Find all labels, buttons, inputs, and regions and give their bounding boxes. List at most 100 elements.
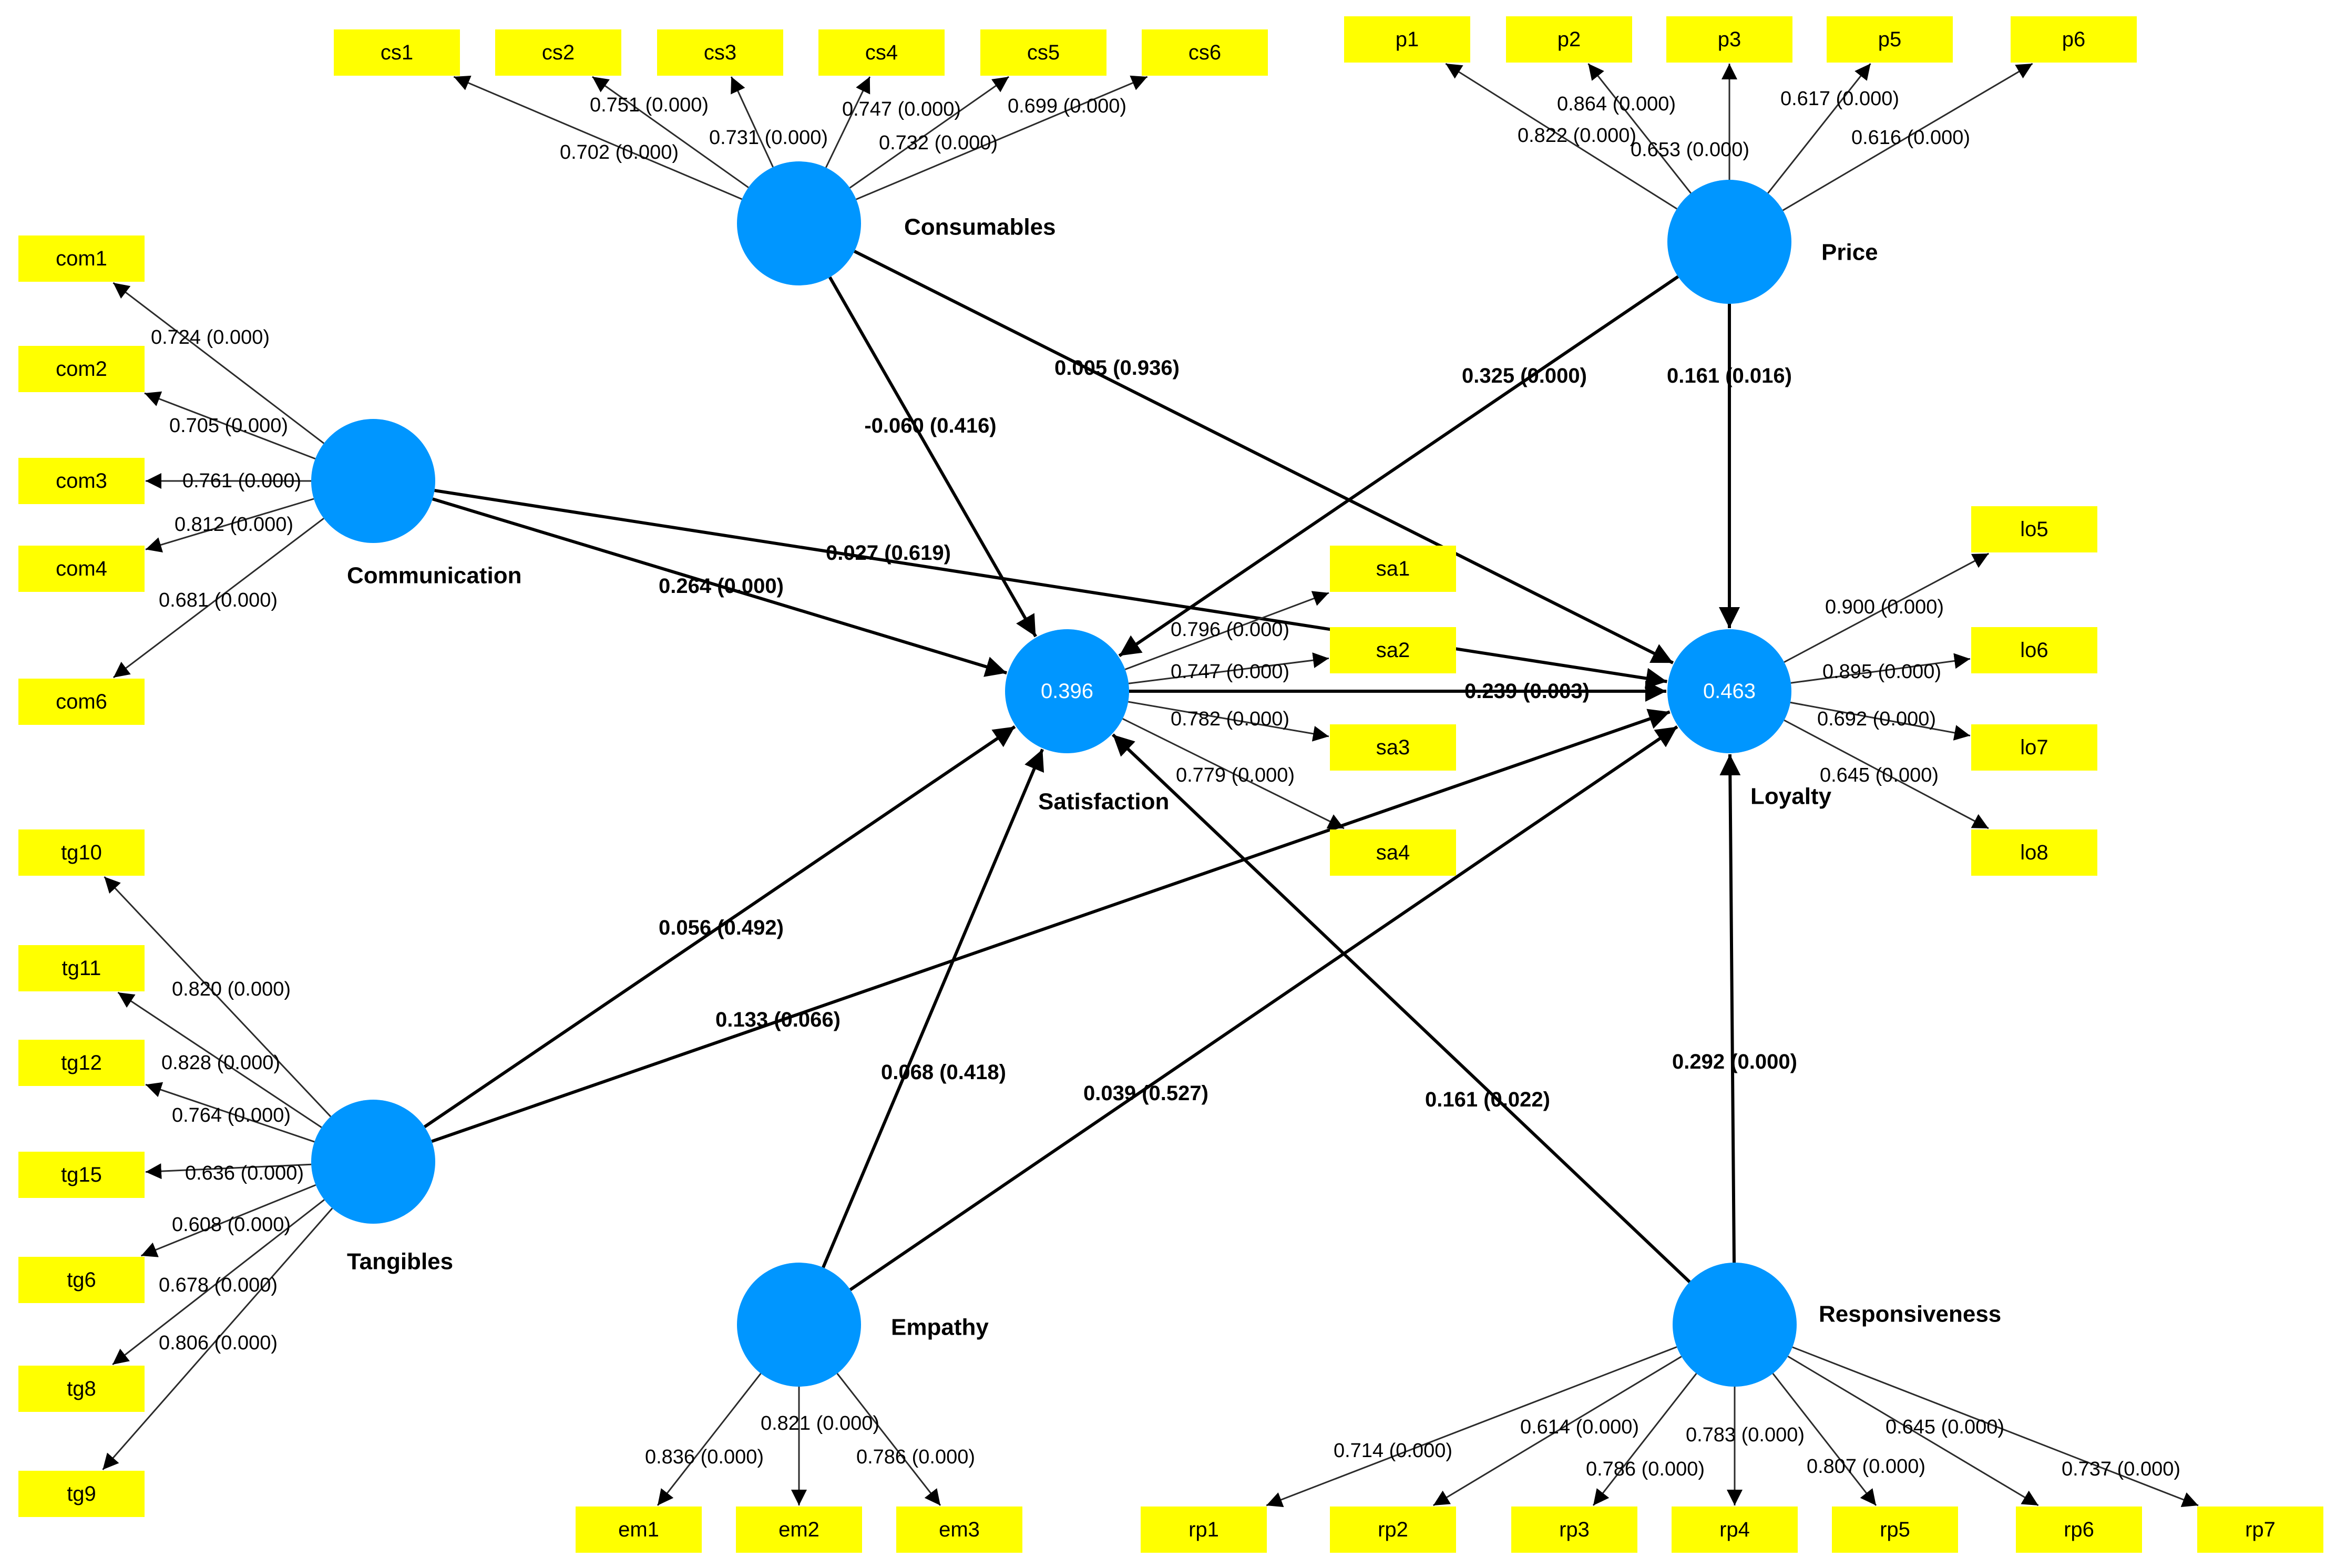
indicator-box-com1[interactable] xyxy=(18,235,145,282)
indicator-box-com2[interactable] xyxy=(18,346,145,392)
latent-name-communication: Communication xyxy=(347,563,521,589)
indicator-box-tg15[interactable] xyxy=(18,1152,145,1198)
latent-satisfaction[interactable] xyxy=(1005,629,1129,753)
loading-arrow-tg11 xyxy=(117,991,322,1129)
loading-value-tg11: 0.828 (0.000) xyxy=(161,1052,280,1074)
indicator-box-tg6[interactable] xyxy=(18,1257,145,1303)
latent-loyalty[interactable] xyxy=(1667,629,1791,753)
loading-arrow-lo6 xyxy=(1790,653,1971,684)
indicator-box-tg8[interactable] xyxy=(18,1366,145,1412)
indicator-label-com1: com1 xyxy=(56,247,107,270)
latent-name-satisfaction: Satisfaction xyxy=(1038,789,1169,815)
indicator-box-com4[interactable] xyxy=(18,546,145,592)
indicator-box-rp2[interactable] xyxy=(1330,1506,1456,1553)
latent-name-consumables: Consumables xyxy=(904,214,1056,240)
indicator-label-com3: com3 xyxy=(56,469,107,493)
indicator-box-em1[interactable] xyxy=(576,1506,702,1553)
indicator-box-lo6[interactable] xyxy=(1971,627,2097,673)
loading-arrow-cs2 xyxy=(591,76,749,188)
indicator-box-tg9[interactable] xyxy=(18,1471,145,1517)
indicator-box-rp7[interactable] xyxy=(2197,1506,2323,1553)
path-coefficient-price-loyalty: 0.161 (0.016) xyxy=(1667,364,1792,387)
loading-value-rp1: 0.714 (0.000) xyxy=(1334,1440,1452,1462)
path-coefficient-empathy-satisfaction: 0.068 (0.418) xyxy=(881,1061,1006,1084)
loading-value-p3: 0.653 (0.000) xyxy=(1631,139,1749,161)
loading-arrow-rp3 xyxy=(1592,1373,1697,1506)
latent-empathy[interactable] xyxy=(737,1263,861,1387)
path-arrow-responsiveness-loyalty xyxy=(1719,754,1741,1263)
loading-arrow-cs4 xyxy=(825,76,871,168)
indicator-label-cs4: cs4 xyxy=(865,41,898,64)
loading-value-em3: 0.786 (0.000) xyxy=(856,1446,975,1468)
loading-value-em2: 0.821 (0.000) xyxy=(761,1412,879,1434)
latent-communication[interactable] xyxy=(311,419,435,543)
r-squared-satisfaction: 0.396 xyxy=(1041,680,1093,703)
loading-arrow-com2 xyxy=(144,391,316,460)
indicator-box-p6[interactable] xyxy=(2011,16,2137,63)
loading-arrow-rp1 xyxy=(1266,1346,1677,1508)
indicator-box-cs5[interactable] xyxy=(980,29,1106,76)
indicator-label-com2: com2 xyxy=(56,357,107,381)
indicator-box-cs4[interactable] xyxy=(818,29,945,76)
indicator-label-rp6: rp6 xyxy=(2064,1518,2094,1541)
loading-arrow-p5 xyxy=(1767,63,1871,194)
path-coefficient-communication-loyalty: 0.027 (0.619) xyxy=(826,541,951,565)
indicator-box-com6[interactable] xyxy=(18,679,145,725)
indicator-box-tg10[interactable] xyxy=(18,829,145,876)
latent-tangibles[interactable] xyxy=(311,1100,435,1224)
indicator-box-tg11[interactable] xyxy=(18,945,145,991)
indicator-box-em2[interactable] xyxy=(736,1506,862,1553)
indicator-box-rp1[interactable] xyxy=(1141,1506,1267,1553)
indicator-box-tg12[interactable] xyxy=(18,1040,145,1086)
loading-value-p1: 0.822 (0.000) xyxy=(1518,125,1636,147)
indicator-label-rp5: rp5 xyxy=(1880,1518,1910,1541)
indicator-box-cs3[interactable] xyxy=(657,29,783,76)
indicator-box-sa1[interactable] xyxy=(1330,546,1456,592)
r-squared-loyalty: 0.463 xyxy=(1703,680,1756,703)
indicator-box-cs6[interactable] xyxy=(1142,29,1268,76)
indicator-box-cs2[interactable] xyxy=(495,29,621,76)
path-arrow-consumables-satisfaction xyxy=(828,276,1037,638)
latent-responsiveness[interactable] xyxy=(1673,1263,1797,1387)
indicator-box-rp4[interactable] xyxy=(1672,1506,1798,1553)
latent-consumables[interactable] xyxy=(737,161,861,285)
indicator-box-rp3[interactable] xyxy=(1511,1506,1637,1553)
loading-value-lo7: 0.692 (0.000) xyxy=(1817,708,1936,730)
indicator-box-p5[interactable] xyxy=(1827,16,1953,63)
loading-value-cs2: 0.751 (0.000) xyxy=(590,94,709,116)
indicator-box-cs1[interactable] xyxy=(334,29,460,76)
path-coefficient-responsiveness-satisfaction: 0.161 (0.022) xyxy=(1425,1088,1550,1111)
latent-name-price: Price xyxy=(1821,240,1878,265)
indicator-box-sa2[interactable] xyxy=(1330,627,1456,673)
indicator-box-rp6[interactable] xyxy=(2016,1506,2142,1553)
loading-value-tg15: 0.636 (0.000) xyxy=(185,1162,304,1184)
path-arrow-price-satisfaction xyxy=(1118,275,1679,658)
path-arrow-tangibles-loyalty xyxy=(431,709,1671,1143)
indicator-label-cs3: cs3 xyxy=(704,41,736,64)
indicator-box-p3[interactable] xyxy=(1666,16,1792,63)
loading-arrow-sa4 xyxy=(1122,718,1345,829)
indicator-box-sa3[interactable] xyxy=(1330,724,1456,771)
indicator-box-rp5[interactable] xyxy=(1832,1506,1958,1553)
path-arrow-empathy-satisfaction xyxy=(822,749,1044,1268)
loading-value-cs6: 0.699 (0.000) xyxy=(1008,95,1126,117)
indicator-label-p5: p5 xyxy=(1878,28,1902,51)
indicator-box-em3[interactable] xyxy=(896,1506,1022,1553)
path-arrow-responsiveness-satisfaction xyxy=(1111,733,1691,1283)
indicator-box-p2[interactable] xyxy=(1506,16,1632,63)
indicator-box-lo7[interactable] xyxy=(1971,724,2097,771)
indicator-box-lo5[interactable] xyxy=(1971,506,2097,552)
indicator-label-p1: p1 xyxy=(1396,28,1419,51)
latent-name-empathy: Empathy xyxy=(891,1315,989,1340)
latent-price[interactable] xyxy=(1667,180,1791,304)
indicator-box-p1[interactable] xyxy=(1344,16,1470,63)
indicator-box-com3[interactable] xyxy=(18,458,145,504)
loading-value-tg9: 0.806 (0.000) xyxy=(159,1332,278,1354)
loading-arrow-tg9 xyxy=(102,1207,333,1470)
loading-value-com3: 0.761 (0.000) xyxy=(182,470,301,492)
indicator-box-sa4[interactable] xyxy=(1330,829,1456,876)
indicator-box-lo8[interactable] xyxy=(1971,829,2097,876)
indicator-label-cs2: cs2 xyxy=(542,41,575,64)
indicator-label-rp4: rp4 xyxy=(1719,1518,1750,1541)
